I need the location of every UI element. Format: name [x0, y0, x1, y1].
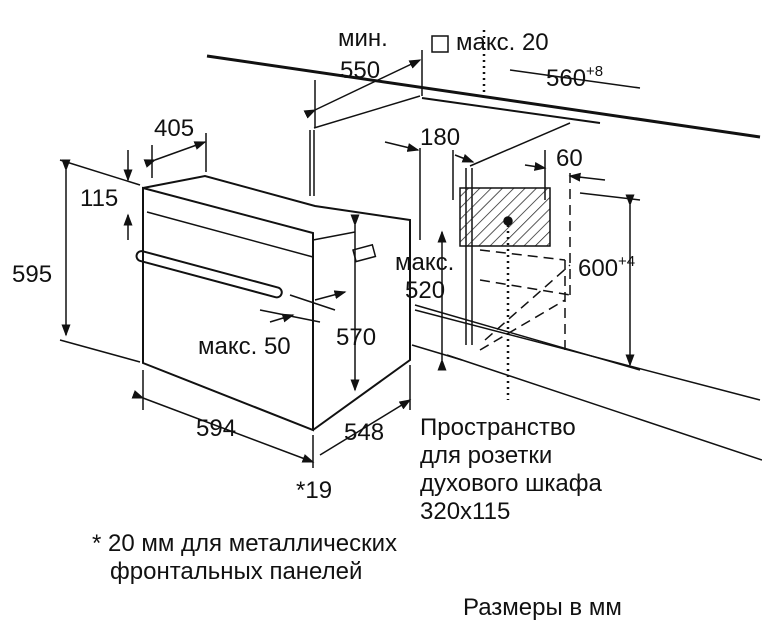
cabinet-right-wall — [469, 122, 571, 167]
dim-115: 115 — [80, 185, 118, 212]
dim-595: 595 — [12, 261, 52, 288]
dim-594: 594 — [196, 415, 236, 442]
dim-min-label: мин. — [338, 25, 388, 52]
dim-180: 180 — [420, 124, 460, 151]
dim-570: 570 — [336, 324, 376, 351]
dim-600: 600+4 — [578, 253, 635, 282]
cabinet-left-wall — [313, 95, 421, 129]
units-note: Размеры в мм — [463, 594, 622, 621]
socket-note-line: для розетки — [420, 442, 553, 469]
dim-405: 405 — [154, 115, 194, 142]
dim-520: 520 — [405, 277, 445, 304]
socket-note: Пространство для розетки духового шкафа … — [420, 414, 602, 526]
socket-note-line: 320x115 — [420, 498, 511, 525]
dim-560: 560+8 — [546, 63, 603, 92]
socket-note-line: духового шкафа — [420, 470, 602, 497]
socket-note-line: Пространство — [420, 414, 576, 441]
dim-60: 60 — [556, 145, 583, 172]
footnote-line: * 20 мм для металлических — [92, 530, 398, 557]
dim-550: 550 — [340, 57, 380, 84]
dim-19: *19 — [296, 477, 332, 504]
footnote-line: фронтальных панелей — [110, 558, 363, 585]
dim-548: 548 — [344, 419, 384, 446]
oven-front — [142, 186, 314, 432]
socket-area — [459, 187, 551, 247]
footnote: * 20 мм для металлических фронтальных па… — [92, 530, 397, 586]
dim-max-label: макс. — [395, 249, 454, 276]
dim-max-50: макс. 50 — [198, 333, 291, 360]
dim-max-20: макс. 20 — [456, 29, 549, 56]
